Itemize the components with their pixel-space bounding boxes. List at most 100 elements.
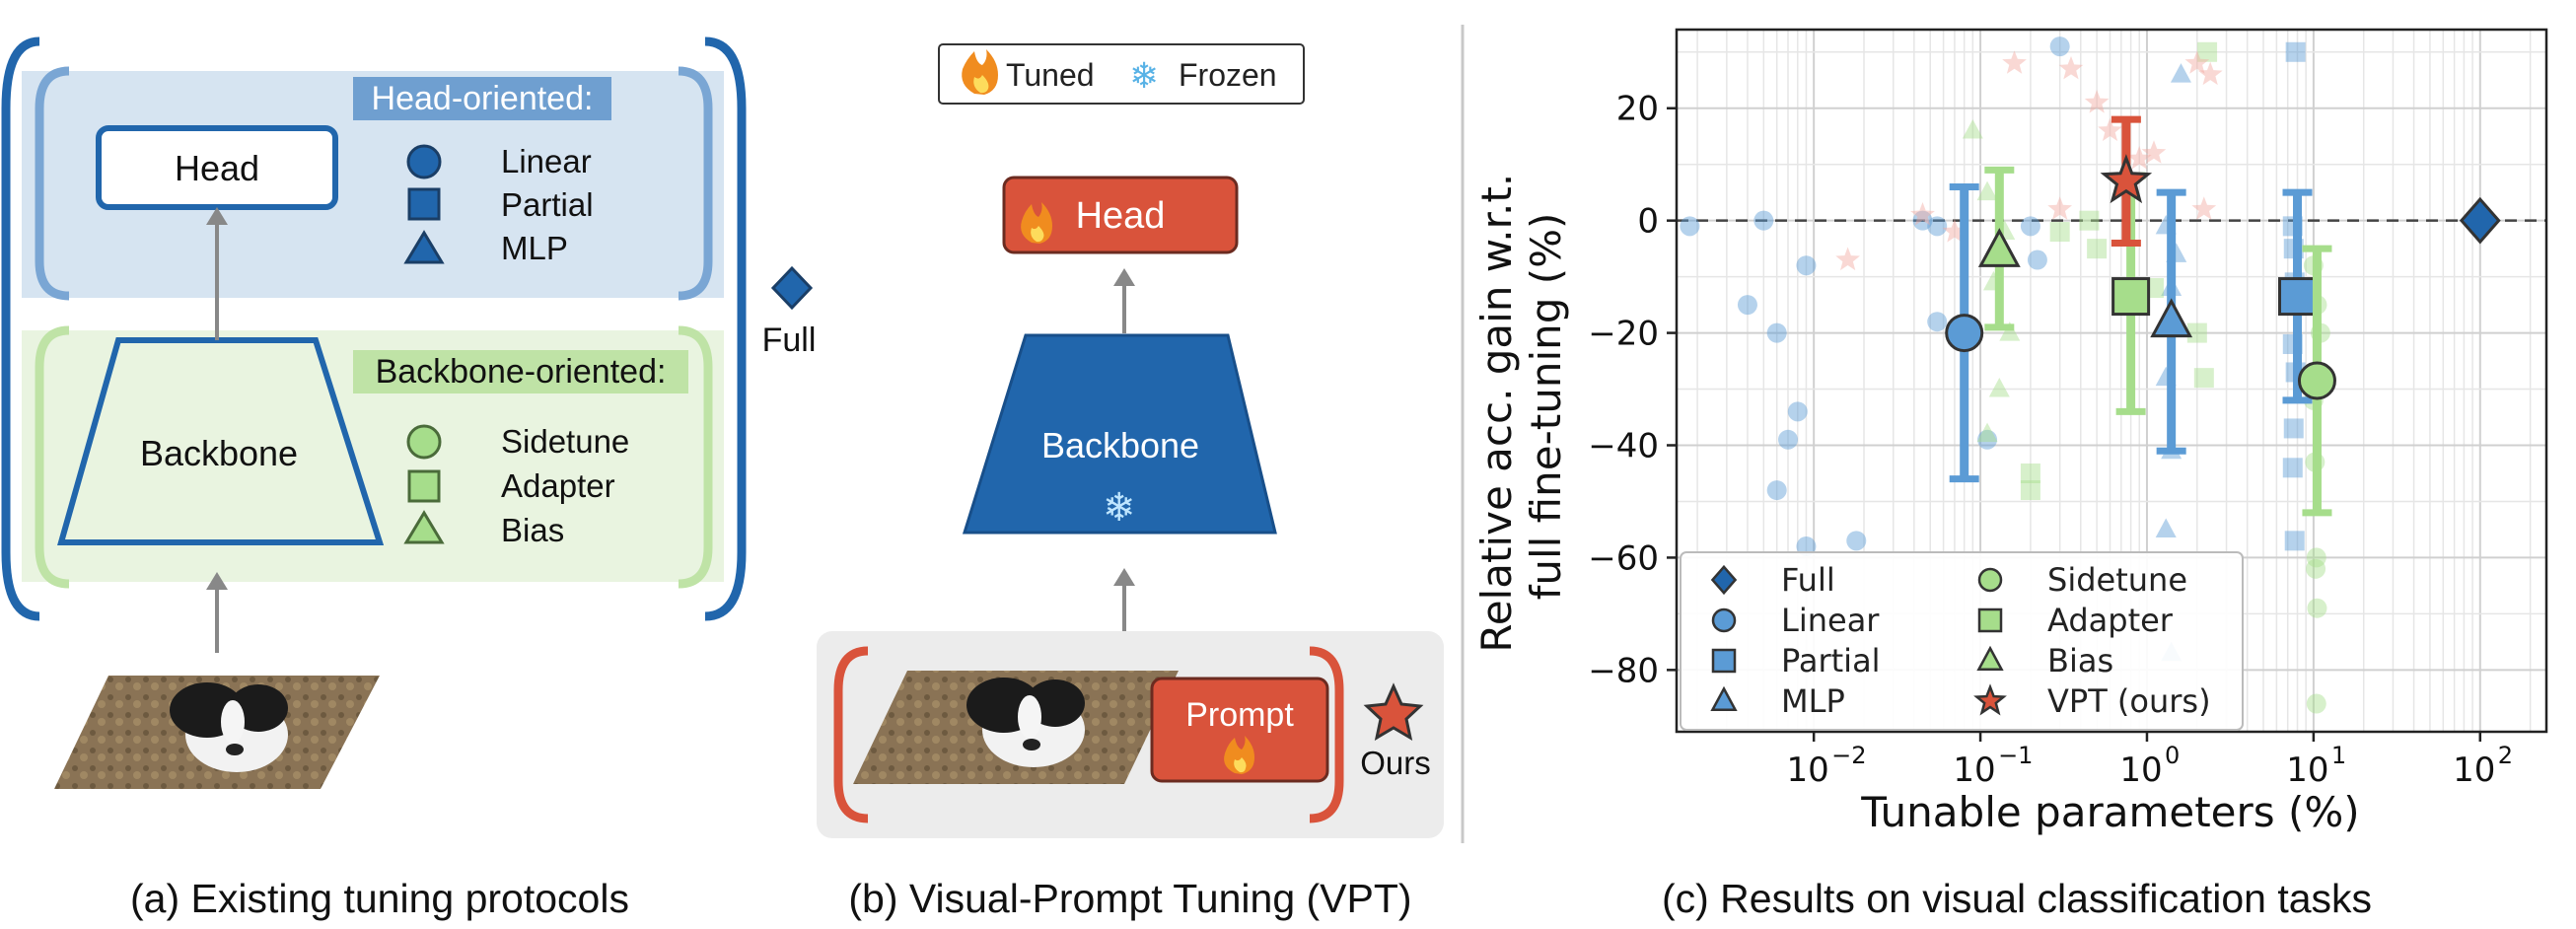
ours-label: Ours	[1360, 745, 1431, 781]
vpt-backbone-label: Backbone	[1041, 425, 1199, 465]
legend-tuned: Tuned	[1006, 57, 1095, 93]
legend-label: Bias	[2047, 642, 2113, 679]
y-tick-label: −20	[1588, 315, 1659, 354]
full-diamond-icon	[770, 265, 814, 311]
head-item-linear: Linear	[501, 143, 592, 179]
data-point	[2126, 146, 2152, 170]
data-point	[2002, 50, 2027, 74]
y-tick-label: 0	[1637, 202, 1659, 242]
data-point	[2098, 117, 2122, 141]
prompt-fire-icon	[1224, 736, 1254, 774]
arrow-backbone-to-head-tip	[206, 207, 228, 225]
x-tick-label: 10	[2119, 750, 2162, 790]
data-point	[1976, 180, 1998, 201]
data-point	[2307, 598, 2327, 618]
y-tick-label: −40	[1588, 427, 1659, 466]
data-point	[2284, 531, 2305, 551]
data-point	[1835, 247, 1860, 271]
y-axis-label-line-1: Relative acc. gain w.r.t.	[1472, 174, 1521, 653]
data-point	[2306, 547, 2326, 568]
head-oriented-title-bg	[353, 77, 611, 120]
snowflake-icon: ❄	[1129, 56, 1159, 97]
legend-marker-sidetune	[1977, 567, 2003, 593]
ours-star-icon	[1363, 682, 1424, 742]
legend-marker-vpt-ours-	[1973, 683, 2007, 716]
head-item-mlp: MLP	[501, 230, 568, 266]
fire-icon	[962, 49, 998, 95]
data-point	[1977, 429, 1998, 450]
data-point	[2049, 36, 2070, 57]
tuned-frozen-legend-box	[938, 43, 1305, 105]
legend-label: Full	[1781, 561, 1835, 599]
data-point	[2283, 418, 2304, 439]
y-tick-label: −80	[1588, 651, 1659, 690]
data-point	[2186, 322, 2207, 343]
data-point	[2079, 210, 2100, 231]
head-region-right-bracket	[678, 66, 713, 301]
x-tick-exponent: 0	[2165, 742, 2180, 769]
x-tick-exponent: −2	[1831, 742, 1866, 769]
data-point	[1976, 422, 1998, 443]
x-tick-exponent: 1	[2331, 742, 2346, 769]
data-point	[1796, 255, 1817, 276]
panel-b: Tuned ❄ Frozen Head Backbone ❄	[817, 43, 1444, 921]
legend-marker-bias	[1976, 645, 2004, 672]
legend-marker-linear	[1711, 607, 1737, 633]
y-axis-label-line-2: full fine-tuning (%)	[1522, 213, 1570, 601]
plot-frame	[1675, 28, 2548, 734]
panel-a: Head Backbone Head-oriented: Linear Part…	[1, 36, 816, 921]
data-point	[1787, 401, 1808, 422]
vpt-backbone-trapezoid	[962, 333, 1277, 535]
chart-legend: FullLinearPartialMLPSidetuneAdapterBiasV…	[1680, 551, 2244, 731]
summary-marker-sidetune	[2297, 361, 2336, 400]
summary-marker-partial	[2278, 277, 2318, 317]
backbone-item-sidetune: Sidetune	[501, 423, 629, 460]
data-point	[2084, 90, 2110, 113]
vpt-backbone-snowflake-icon: ❄	[1103, 485, 1136, 531]
legend-label: Adapter	[2047, 602, 2174, 639]
prompt-box	[1150, 677, 1329, 783]
backbone-oriented-title: Backbone-oriented:	[376, 353, 667, 391]
summary-marker-linear	[1945, 314, 1984, 353]
data-point	[1737, 295, 1757, 316]
data-point	[1846, 531, 1867, 551]
data-point	[2306, 693, 2326, 714]
data-point	[2141, 140, 2167, 164]
head-fire-icon	[1021, 202, 1052, 244]
legend-label: Sidetune	[2047, 561, 2187, 599]
legend-frozen: Frozen	[1179, 57, 1277, 93]
caption-c: (c) Results on visual classification tas…	[1662, 876, 2372, 921]
data-point	[1927, 312, 1948, 332]
data-point	[2197, 61, 2223, 86]
x-tick-exponent: 2	[2498, 742, 2513, 769]
x-tick-label: 10	[1787, 750, 1829, 790]
legend-marker-partial	[1711, 648, 1737, 674]
legend-label: Linear	[1781, 602, 1880, 639]
bias-triangle-icon	[403, 510, 445, 544]
data-point	[2020, 480, 2040, 501]
summary-marker-adapter	[2111, 277, 2151, 317]
mlp-triangle-icon	[403, 230, 445, 264]
sidetune-circle-icon	[406, 424, 442, 460]
vpt-arrow-input-to-backbone-tip	[1113, 568, 1135, 586]
caption-b: (b) Visual-Prompt Tuning (VPT)	[848, 876, 1411, 921]
x-tick-label: 10	[1953, 750, 1995, 790]
x-axis-label: Tunable parameters (%)	[1860, 788, 2359, 836]
legend-label: MLP	[1781, 682, 1845, 720]
backbone-label: Backbone	[140, 433, 298, 473]
backbone-trapezoid	[57, 337, 385, 545]
y-axis-label: Relative acc. gain w.r.t. full fine-tuni…	[1472, 160, 1570, 652]
data-point	[2047, 196, 2072, 220]
backbone-item-bias: Bias	[501, 512, 564, 548]
data-point	[2058, 55, 2084, 80]
summary-marker-full	[2459, 196, 2501, 245]
data-point	[2155, 518, 2177, 537]
partial-square-icon	[407, 187, 441, 221]
legend-marker-mlp	[1710, 685, 1738, 712]
legend-marker-adapter	[1977, 607, 2003, 633]
data-point	[2020, 216, 2040, 237]
x-tick-label: 10	[2453, 750, 2495, 790]
summary-marker-vpt-ours-	[2100, 154, 2153, 204]
